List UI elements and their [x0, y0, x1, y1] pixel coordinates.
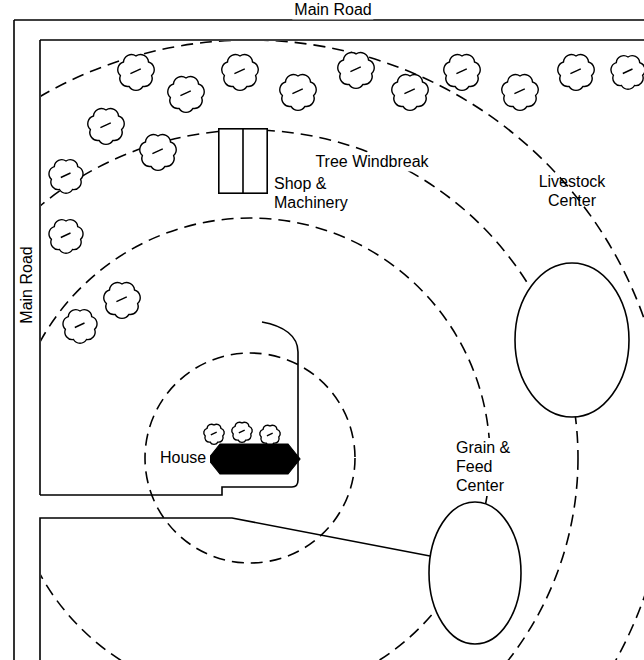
ellipse-outline [514, 262, 630, 418]
road-edge [13, 20, 15, 660]
road-edge [40, 39, 644, 41]
tree [140, 135, 176, 171]
area-name: Shop & Machinery [272, 174, 386, 212]
center-area [515, 263, 629, 417]
building-divider [242, 129, 244, 193]
road-name: Main Road [292, 0, 373, 19]
road-name: Main Road [17, 244, 36, 325]
area-name: House [158, 448, 210, 467]
tree [104, 283, 140, 319]
tree [49, 160, 83, 194]
building: Shop & Machinery [218, 128, 388, 215]
tree [392, 75, 428, 111]
road-edge [39, 40, 41, 495]
tree [168, 77, 204, 113]
zone-ring [41, 218, 490, 660]
tree [88, 109, 124, 145]
house-building [208, 444, 300, 474]
livestock-center: Livestock Center [514, 172, 632, 420]
tree [118, 55, 154, 91]
tree [338, 53, 374, 89]
tree [280, 75, 316, 111]
house: House [158, 442, 302, 478]
zone-ring [41, 41, 644, 660]
grain-feed-center: Grain & Feed Center [428, 438, 530, 647]
tree [558, 55, 594, 91]
tree [222, 55, 258, 91]
tree [49, 220, 83, 254]
shrub [232, 422, 252, 442]
shop-building [219, 129, 267, 193]
zone-ring [145, 353, 355, 563]
tree [63, 310, 97, 344]
shrub [204, 424, 224, 444]
shop-outline [218, 128, 268, 194]
area-name: Grain & Feed Center [454, 438, 528, 496]
area-name: Livestock Center [514, 172, 630, 210]
zone-ring [41, 130, 578, 660]
tree [444, 55, 480, 91]
hex-outline [208, 442, 300, 476]
center-area [429, 502, 521, 644]
driveway [40, 518, 430, 660]
shrub [260, 425, 280, 445]
tree [611, 56, 644, 90]
ellipse-outline [428, 501, 522, 645]
tree [502, 75, 538, 111]
zone-label: Tree Windbreak [313, 152, 430, 171]
